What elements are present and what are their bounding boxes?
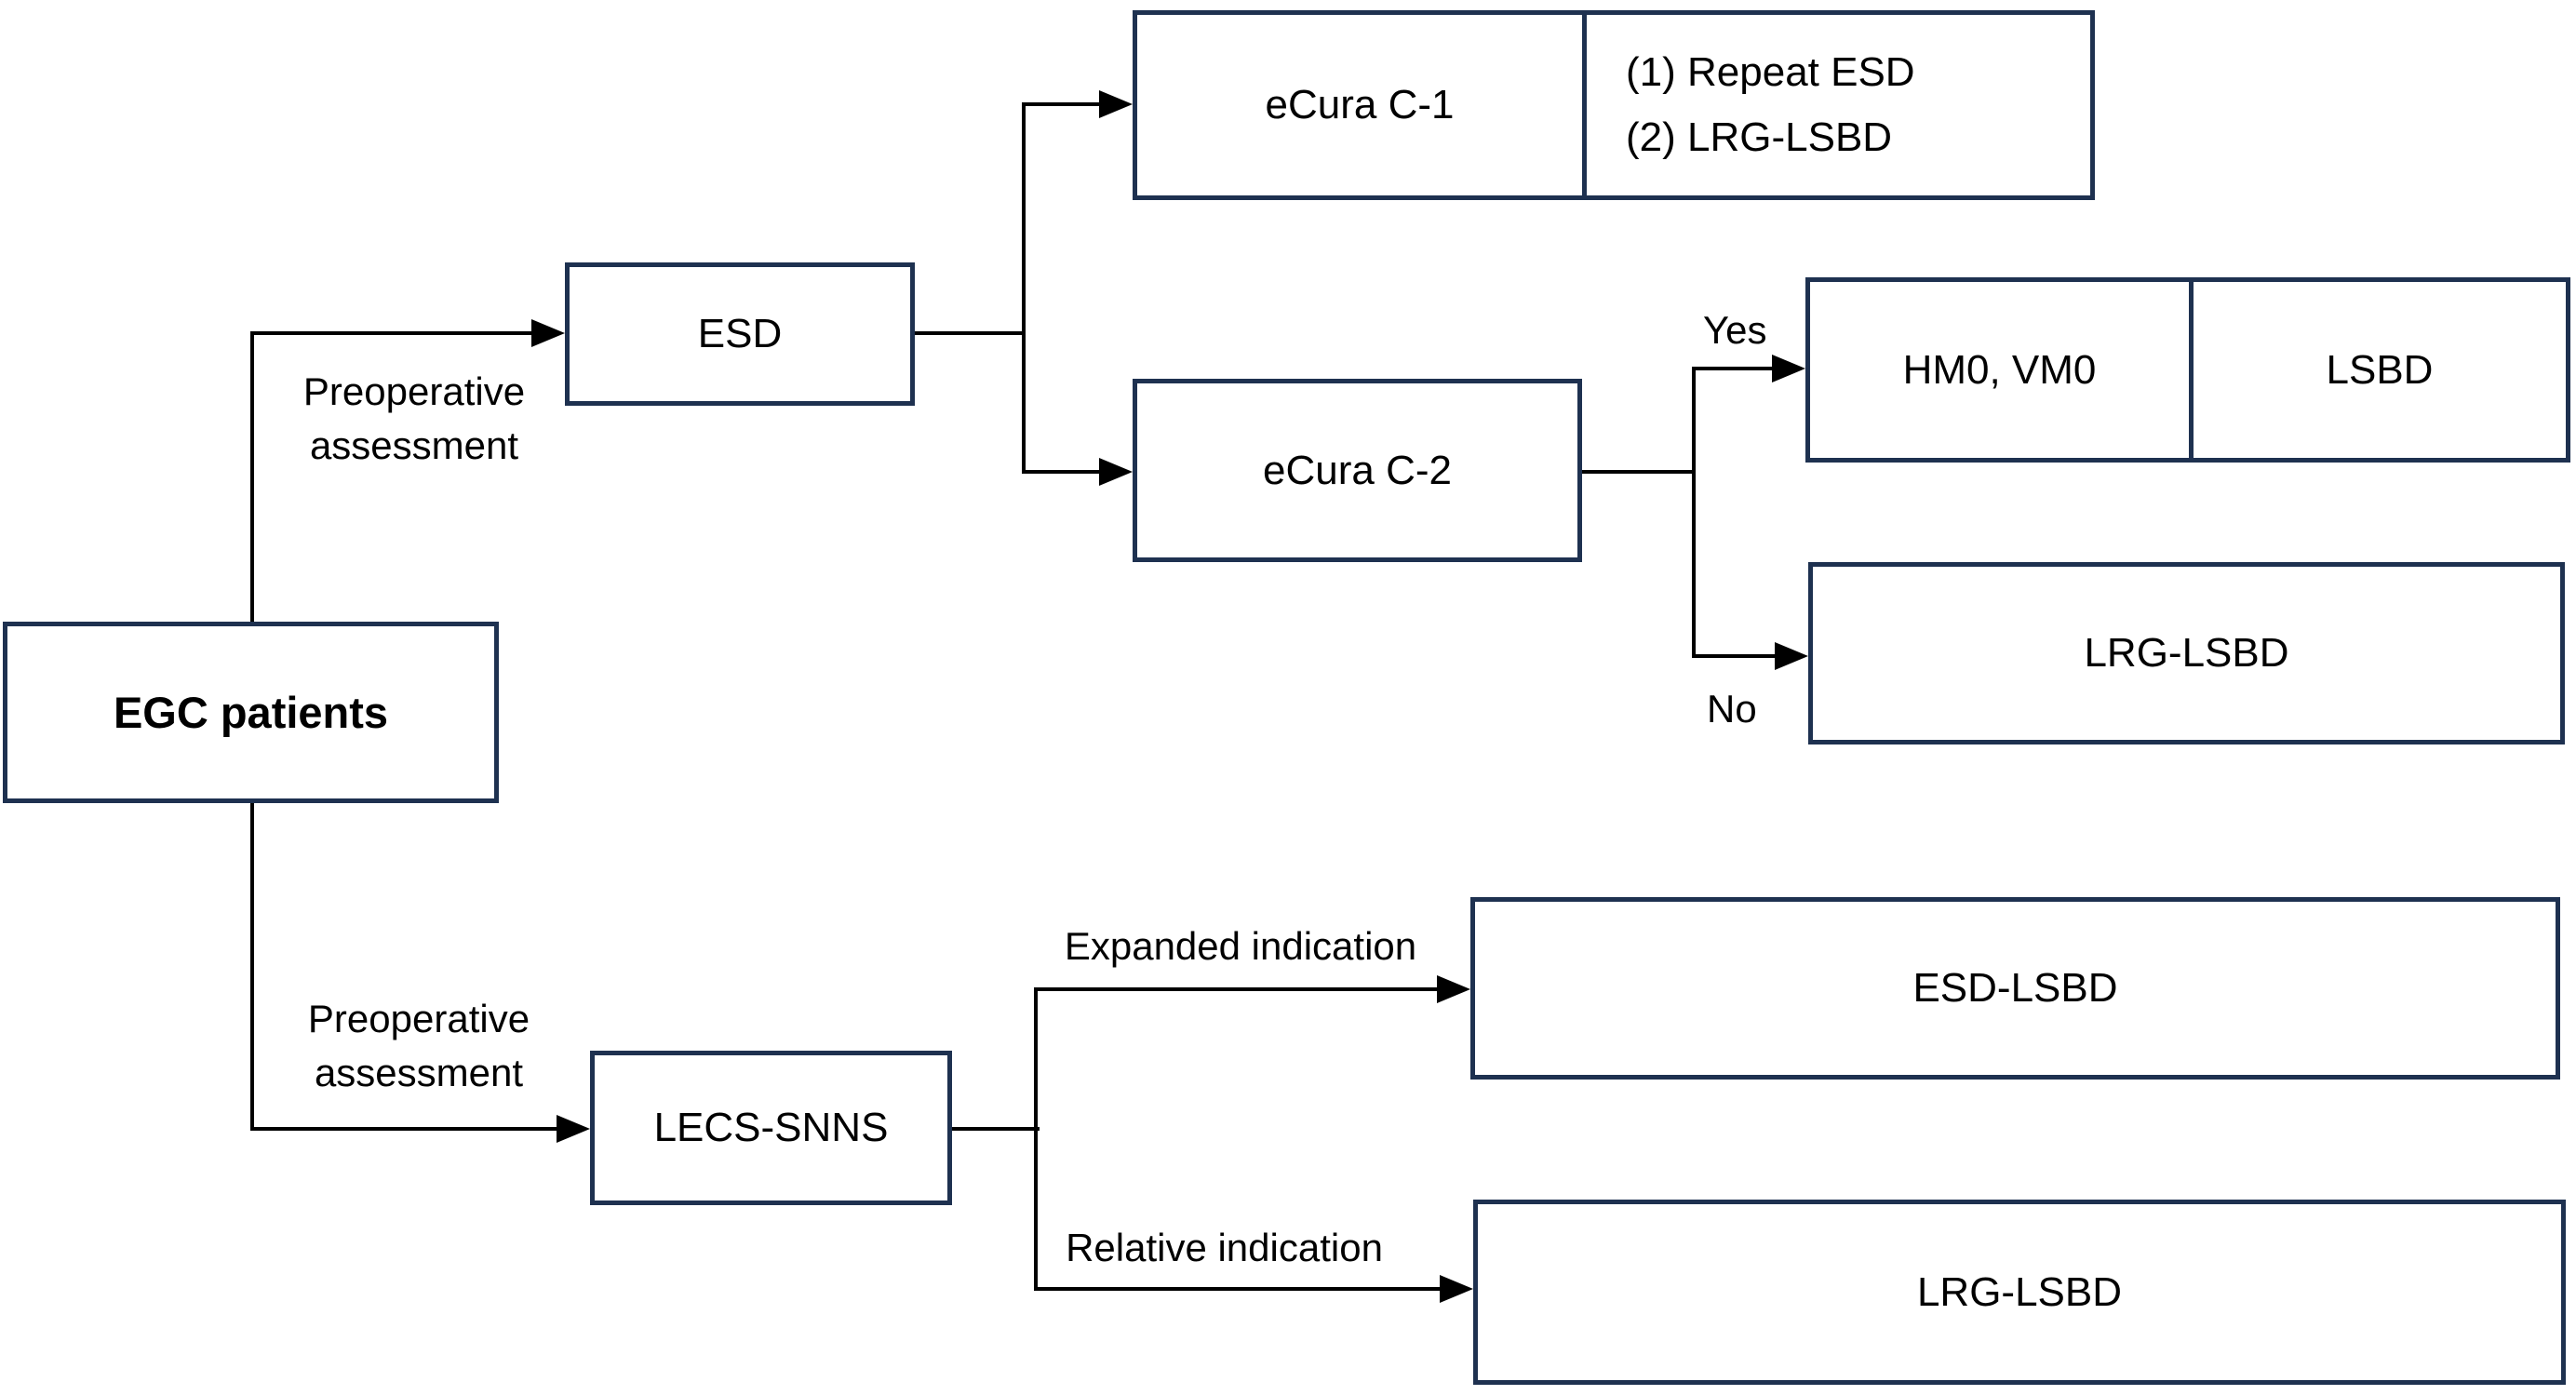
node-lecs-snns: LECS-SNNS bbox=[590, 1051, 952, 1205]
ecura-c2-label: eCura C-2 bbox=[1263, 447, 1452, 493]
connector-lecs-out bbox=[949, 1127, 1040, 1131]
node-lrg-lsbd-relative: LRG-LSBD bbox=[1473, 1200, 2566, 1385]
connector-branch-indication bbox=[1034, 987, 1038, 1291]
connector-branch-ecura bbox=[1022, 102, 1026, 474]
arrowhead-relative bbox=[1440, 1275, 1473, 1303]
lecs-snns-label: LECS-SNNS bbox=[653, 1105, 889, 1150]
connector-to-ecura-c2 bbox=[1022, 470, 1106, 474]
connector-to-esd bbox=[250, 331, 538, 335]
preoperative-top-line2: assessment bbox=[309, 423, 519, 467]
expanded-indication-label: Expanded indication bbox=[1064, 924, 1417, 968]
preoperative-top-line1: Preoperative bbox=[302, 369, 526, 413]
connector-spine-upper bbox=[250, 331, 254, 622]
egc-patients-label: EGC patients bbox=[113, 688, 389, 737]
lsbd-cell: LSBD bbox=[2189, 282, 2566, 458]
node-ecura-c2: eCura C-2 bbox=[1133, 379, 1582, 562]
connector-ecura-c2-out bbox=[1579, 470, 1696, 474]
ecura-c1-outcome-cell: (1) Repeat ESD (2) LRG-LSBD bbox=[1582, 15, 2090, 195]
preoperative-bottom-line1: Preoperative bbox=[307, 997, 530, 1040]
connector-branch-yes-no bbox=[1692, 367, 1696, 658]
connector-to-lecs bbox=[250, 1127, 562, 1131]
ecura-c1-cell: eCura C-1 bbox=[1137, 15, 1582, 195]
yes-label: Yes bbox=[1703, 308, 1767, 352]
connector-relative bbox=[1034, 1287, 1445, 1291]
arrowhead-to-esd bbox=[531, 319, 565, 347]
preoperative-bottom-line2: assessment bbox=[314, 1051, 524, 1094]
preoperative-assessment-bottom-label: Preoperative assessment bbox=[275, 992, 563, 1100]
node-esd-lsbd: ESD-LSBD bbox=[1470, 897, 2560, 1080]
arrowhead-to-lecs bbox=[557, 1115, 590, 1143]
hm0-vm0-label: HM0, VM0 bbox=[1902, 346, 2097, 393]
esd-lsbd-label: ESD-LSBD bbox=[1912, 965, 2118, 1011]
hm0-vm0-cell: HM0, VM0 bbox=[1810, 282, 2189, 458]
arrowhead-no bbox=[1775, 642, 1808, 670]
node-esd: ESD bbox=[565, 262, 915, 406]
ecura-c1-outcome-2: (2) LRG-LSBD bbox=[1626, 114, 1893, 160]
connector-esd-out bbox=[912, 331, 1026, 335]
connector-expanded bbox=[1034, 987, 1442, 991]
node-lrg-lsbd-no: LRG-LSBD bbox=[1808, 562, 2565, 744]
node-egc-patients: EGC patients bbox=[3, 622, 499, 803]
node-hm0-vm0: HM0, VM0 LSBD bbox=[1805, 277, 2570, 463]
connector-to-ecura-c1 bbox=[1022, 102, 1106, 106]
lrg-lsbd-relative-label: LRG-LSBD bbox=[1916, 1268, 2123, 1315]
ecura-c1-label: eCura C-1 bbox=[1265, 82, 1455, 127]
esd-label: ESD bbox=[697, 311, 783, 356]
connector-spine-lower bbox=[250, 802, 254, 1131]
arrowhead-to-ecura-c1 bbox=[1099, 90, 1133, 118]
preoperative-assessment-top-label: Preoperative assessment bbox=[270, 365, 558, 473]
lrg-lsbd-no-label: LRG-LSBD bbox=[2084, 630, 2289, 676]
no-label: No bbox=[1707, 687, 1757, 731]
relative-indication-label: Relative indication bbox=[1066, 1226, 1383, 1269]
arrowhead-yes bbox=[1772, 355, 1805, 382]
arrowhead-expanded bbox=[1437, 975, 1470, 1003]
ecura-c1-outcome-1: (1) Repeat ESD bbox=[1626, 49, 1915, 95]
connector-no bbox=[1692, 654, 1780, 658]
arrowhead-to-ecura-c2 bbox=[1099, 458, 1133, 486]
connector-yes bbox=[1692, 367, 1778, 370]
node-ecura-c1: eCura C-1 (1) Repeat ESD (2) LRG-LSBD bbox=[1133, 10, 2095, 200]
lsbd-label: LSBD bbox=[2326, 346, 2434, 393]
